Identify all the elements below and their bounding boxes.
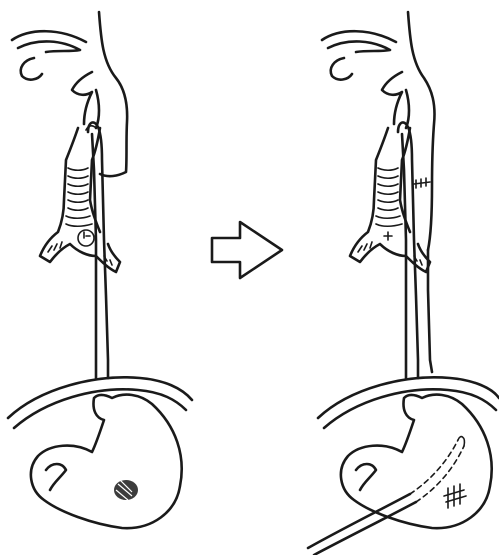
trachea-after <box>350 128 430 272</box>
esophagus-before <box>86 122 108 378</box>
stomach-before <box>31 395 182 529</box>
head-outline-after <box>322 12 435 250</box>
arrow-right-icon <box>212 222 282 278</box>
lesion-spot <box>114 480 138 500</box>
esophagus-after <box>398 122 432 378</box>
panel-after <box>308 12 499 555</box>
panel-before <box>8 12 192 528</box>
trachea-before <box>40 128 120 272</box>
